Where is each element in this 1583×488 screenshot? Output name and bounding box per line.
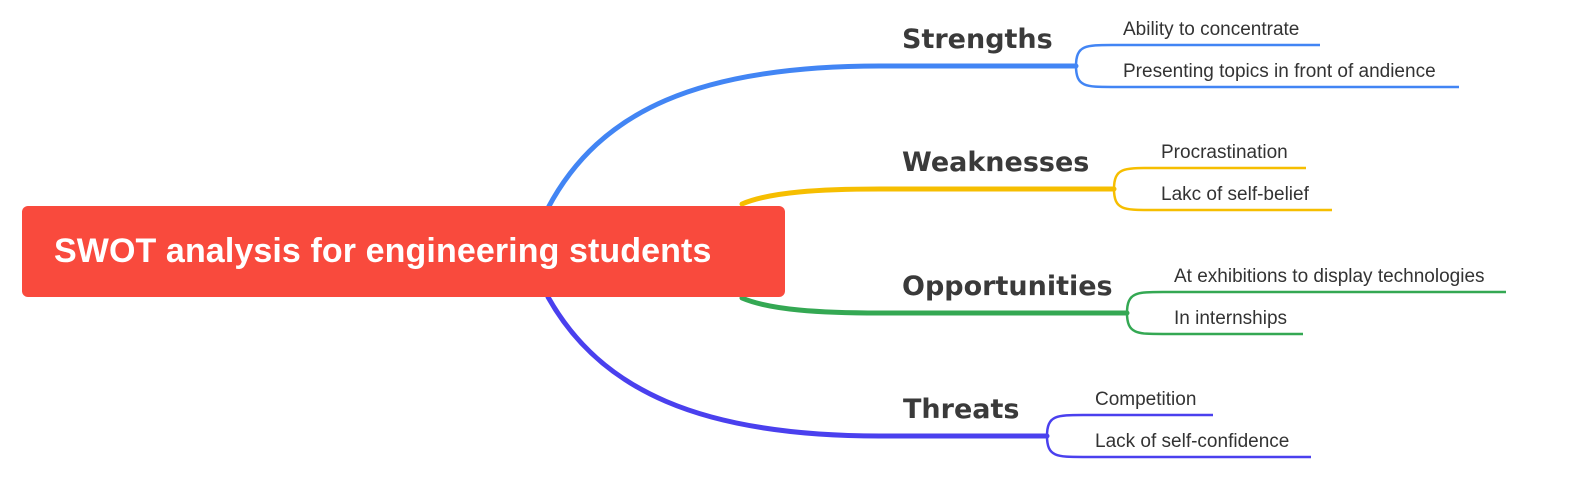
central-topic-title: SWOT analysis for engineering students xyxy=(54,232,712,270)
connector-opportunities xyxy=(739,295,1130,316)
connector-threats-leaf-2 xyxy=(1045,435,1311,459)
leaf-threats-1[interactable]: Competition xyxy=(1095,389,1197,410)
leaf-weaknesses-2[interactable]: Lakc of self-belief xyxy=(1161,184,1309,205)
branch-weaknesses[interactable]: Weaknesses xyxy=(902,147,1090,178)
leaf-opportunities-2[interactable]: In internships xyxy=(1174,308,1288,329)
branch-opportunities[interactable]: Opportunities xyxy=(902,271,1113,302)
connector-weaknesses-leaf-2 xyxy=(1112,188,1332,212)
leaf-opportunities-1[interactable]: At exhibitions to display technologies xyxy=(1174,266,1485,287)
connector-strengths-leaf-2 xyxy=(1074,65,1459,89)
leaf-strengths-2[interactable]: Presenting topics in front of andience xyxy=(1123,61,1436,82)
branch-strengths[interactable]: Strengths xyxy=(902,24,1053,55)
leaf-weaknesses-1[interactable]: Procrastination xyxy=(1161,142,1288,163)
leaf-strengths-1[interactable]: Ability to concentrate xyxy=(1123,19,1300,40)
branch-threats[interactable]: Threats xyxy=(903,394,1020,425)
connector-strengths-leaf-1 xyxy=(1074,43,1320,67)
connector-weaknesses-leaf-1 xyxy=(1112,166,1306,190)
connector-threats-leaf-1 xyxy=(1045,413,1213,437)
connector-strengths xyxy=(545,63,1079,211)
connector-threats xyxy=(545,294,1050,439)
connector-opportunities-leaf-2 xyxy=(1125,312,1303,336)
connector-opportunities-leaf-1 xyxy=(1125,290,1506,314)
leaf-threats-2[interactable]: Lack of self-confidence xyxy=(1095,431,1290,452)
connector-weaknesses xyxy=(739,186,1117,207)
central-topic[interactable]: SWOT analysis for engineering students xyxy=(22,206,785,297)
